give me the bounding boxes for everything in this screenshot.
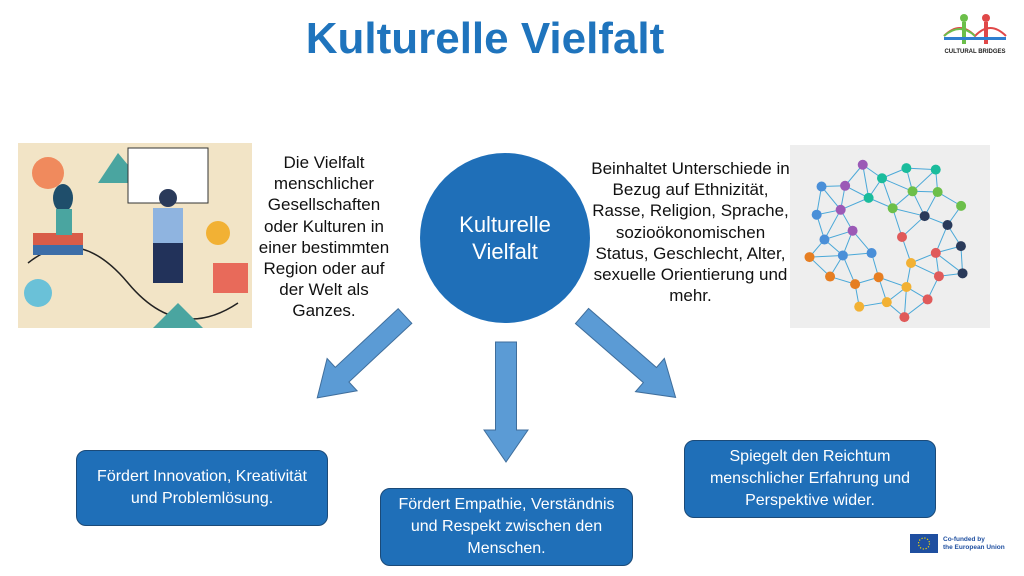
illustration-creative-people bbox=[18, 143, 252, 328]
includes-text: Beinhaltet Unterschiede in Bezug auf Eth… bbox=[591, 159, 790, 306]
person-node bbox=[955, 241, 966, 252]
person-node bbox=[905, 258, 916, 269]
eu-flag-icon bbox=[910, 534, 938, 553]
cultural-bridges-logo: CULTURAL BRIDGES bbox=[940, 12, 1010, 64]
person-node bbox=[922, 294, 933, 305]
person-node bbox=[850, 279, 861, 290]
benefit-box-innovation: Fördert Innovation, Kreativität und Prob… bbox=[76, 450, 328, 526]
person-node bbox=[840, 180, 851, 191]
person-node bbox=[811, 209, 822, 220]
person-node bbox=[877, 173, 888, 184]
person-node bbox=[847, 225, 858, 236]
person-node bbox=[899, 312, 910, 323]
person-node bbox=[956, 200, 967, 211]
circle-label-line1: Kulturelle bbox=[459, 212, 551, 237]
benefit-box-richness: Spiegelt den Reichtum menschlicher Erfah… bbox=[684, 440, 936, 518]
person-node bbox=[819, 234, 830, 245]
box-text: Fördert Empathie, Verständnis und Respek… bbox=[398, 496, 615, 557]
person-node bbox=[835, 204, 846, 215]
benefit-box-empathy: Fördert Empathie, Verständnis und Respek… bbox=[380, 488, 633, 566]
person-node bbox=[930, 164, 941, 175]
person-node bbox=[907, 186, 918, 197]
arrow-left bbox=[316, 307, 413, 399]
person-node bbox=[957, 268, 968, 279]
illustration-people-network bbox=[790, 145, 990, 328]
person-node bbox=[816, 181, 827, 192]
person-node bbox=[919, 211, 930, 222]
person-node bbox=[897, 232, 907, 242]
person-node bbox=[837, 250, 848, 261]
person-node bbox=[863, 192, 874, 203]
person-node bbox=[932, 187, 943, 198]
arrow-down bbox=[483, 341, 529, 463]
funding-line2: the European Union bbox=[943, 543, 1005, 551]
person-node bbox=[942, 220, 953, 231]
person-node bbox=[933, 271, 944, 282]
box-text: Fördert Innovation, Kreativität und Prob… bbox=[97, 468, 307, 507]
circle-label-line2: Vielfalt bbox=[472, 239, 538, 264]
person-node bbox=[825, 271, 836, 282]
person-node bbox=[804, 252, 815, 263]
definition-text: Die Vielfalt menschlicher Gesellschaften… bbox=[258, 153, 390, 321]
bridge-icon bbox=[943, 14, 1007, 44]
person-node bbox=[873, 272, 884, 283]
eu-funding-badge: Co-funded by the European Union bbox=[910, 534, 1005, 553]
arrow-right bbox=[574, 307, 677, 398]
box-text: Spiegelt den Reichtum menschlicher Erfah… bbox=[709, 448, 911, 509]
person-node bbox=[857, 159, 868, 170]
person-node bbox=[930, 247, 941, 258]
person-node bbox=[854, 301, 865, 312]
slide-title: Kulturelle Vielfalt bbox=[305, 14, 665, 63]
person-node bbox=[901, 281, 912, 292]
logo-text: CULTURAL BRIDGES bbox=[944, 49, 1006, 55]
person-node bbox=[866, 248, 877, 259]
person-node bbox=[881, 297, 892, 308]
person-node bbox=[887, 203, 898, 214]
person-node bbox=[901, 163, 912, 174]
funding-line1: Co-funded by bbox=[943, 535, 985, 543]
